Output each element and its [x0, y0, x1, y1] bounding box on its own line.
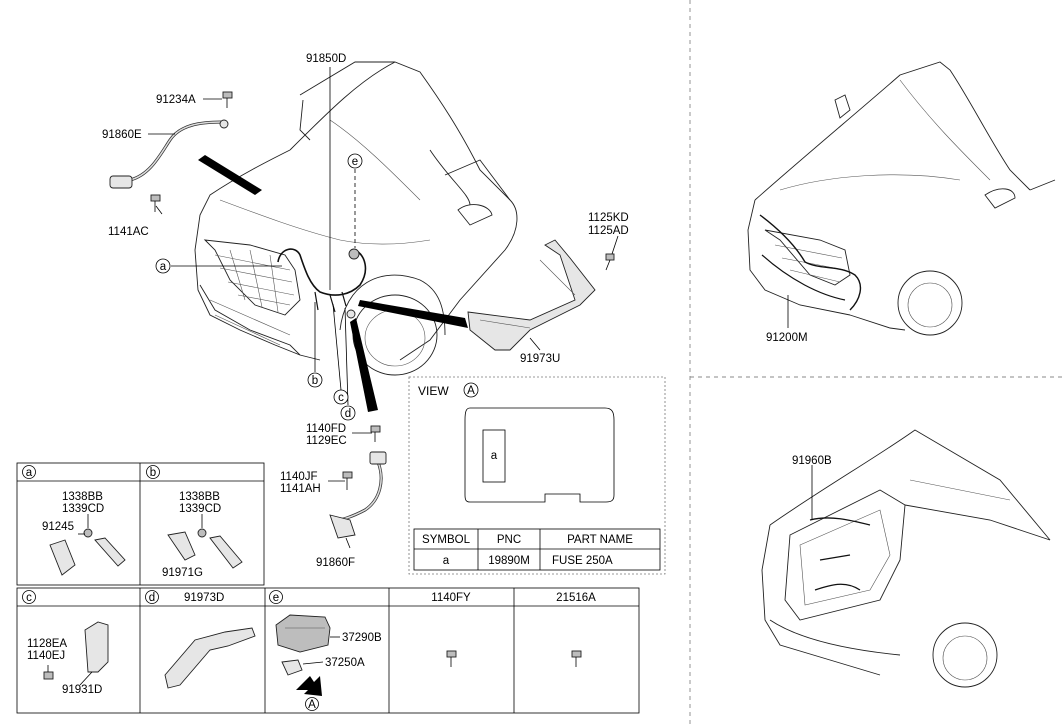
svg-text:1339CD: 1339CD [62, 503, 104, 515]
svg-text:A: A [308, 699, 316, 711]
marker-b: b [307, 372, 323, 388]
legend-cell-d: d 91973D [145, 590, 256, 689]
rear-vehicle-small [761, 429, 1051, 688]
svg-text:c: c [26, 592, 32, 604]
pointer-wedge-91973U [358, 300, 468, 328]
label-91860E: 91860E [102, 129, 142, 141]
symbol-table [413, 528, 661, 571]
svg-text:c: c [338, 392, 344, 404]
marker-e: e [347, 153, 363, 169]
svg-text:e: e [273, 592, 279, 604]
label-1140JF: 1140JF [280, 471, 318, 483]
legend-cell-21516A: 21516A [556, 592, 596, 667]
legend-cell-1140FY: 1140FY [431, 592, 471, 667]
label-1125KD: 1125KD [588, 212, 629, 224]
svg-text:a: a [26, 467, 33, 479]
label-1140FD: 1140FD [306, 423, 346, 435]
label-1125AD: 1125AD [588, 225, 629, 237]
td-symbol: a [443, 555, 450, 567]
svg-text:21516A: 21516A [556, 592, 596, 604]
marker-a: a [155, 258, 171, 274]
legend-cell-c: c 1128EA 1140EJ 91931D [22, 590, 109, 696]
leader-lines [148, 67, 619, 549]
td-part-name: FUSE 250A [552, 555, 613, 567]
battery-cable-91860F [329, 451, 387, 539]
view-a-panel: VIEW A a SYMBOL PNC PART NAME a 19890M F… [408, 376, 666, 575]
fuse-slot-label: a [491, 450, 498, 462]
svg-text:1339CD: 1339CD [179, 503, 221, 515]
svg-text:37250A: 37250A [325, 657, 365, 669]
label-91860F: 91860F [316, 557, 355, 569]
bolt-1141AC [150, 194, 161, 212]
pointer-wedge-91860E [198, 155, 262, 195]
svg-text:91973D: 91973D [184, 592, 224, 604]
label-1129EC: 1129EC [306, 435, 347, 447]
fuse-box-outline [464, 407, 615, 503]
label-91850D: 91850D [306, 53, 346, 65]
front-harness-91850D [277, 248, 367, 319]
pointer-wedge-91860F [350, 318, 378, 412]
bolt-91234A [222, 91, 233, 108]
svg-text:b: b [312, 375, 318, 387]
fuse-slot-a [482, 429, 506, 483]
svg-text:91971G: 91971G [162, 567, 203, 579]
view-marker: A [467, 385, 475, 397]
bolt-1140FD [370, 425, 381, 442]
label-91960B: 91960B [792, 455, 832, 467]
bolt-1125KD [605, 253, 615, 271]
view-title: VIEW [418, 384, 449, 398]
battery-cable-91860E [109, 119, 229, 189]
th-symbol: SYMBOL [422, 534, 471, 546]
svg-text:b: b [150, 467, 156, 479]
th-pnc: PNC [497, 534, 521, 546]
svg-text:1140FY: 1140FY [431, 592, 471, 604]
svg-text:91931D: 91931D [62, 684, 102, 696]
svg-text:37290B: 37290B [342, 632, 382, 644]
label-1141AH: 1141AH [280, 483, 321, 495]
td-pnc: 19890M [488, 555, 530, 567]
svg-text:1338BB: 1338BB [179, 491, 220, 503]
label-1141AC: 1141AC [108, 226, 149, 238]
th-part-name: PART NAME [567, 534, 633, 546]
svg-text:1338BB: 1338BB [62, 491, 103, 503]
svg-text:d: d [345, 408, 351, 420]
label-91200M: 91200M [766, 332, 808, 344]
label-91234A: 91234A [156, 94, 196, 106]
svg-text:d: d [149, 592, 155, 604]
svg-text:1128EA: 1128EA [27, 638, 67, 650]
bolt-1140JF [342, 471, 353, 490]
svg-text:91245: 91245 [42, 521, 74, 533]
legend-grid [16, 462, 640, 714]
svg-text:1140EJ: 1140EJ [27, 650, 65, 662]
svg-text:e: e [352, 156, 358, 168]
legend-cell-a: a 1338BB 1339CD 91245 [22, 465, 126, 576]
legend-cell-b: b 1338BB 1339CD 91971G [146, 465, 243, 579]
label-91973U: 91973U [520, 353, 560, 365]
marker-d: d [340, 405, 356, 421]
protector-91973U [467, 239, 596, 351]
marker-c: c [333, 389, 349, 405]
legend-cell-e: e 37290B 37250A A [269, 590, 382, 711]
front-vehicle-small [747, 61, 1056, 336]
svg-text:a: a [160, 261, 167, 273]
